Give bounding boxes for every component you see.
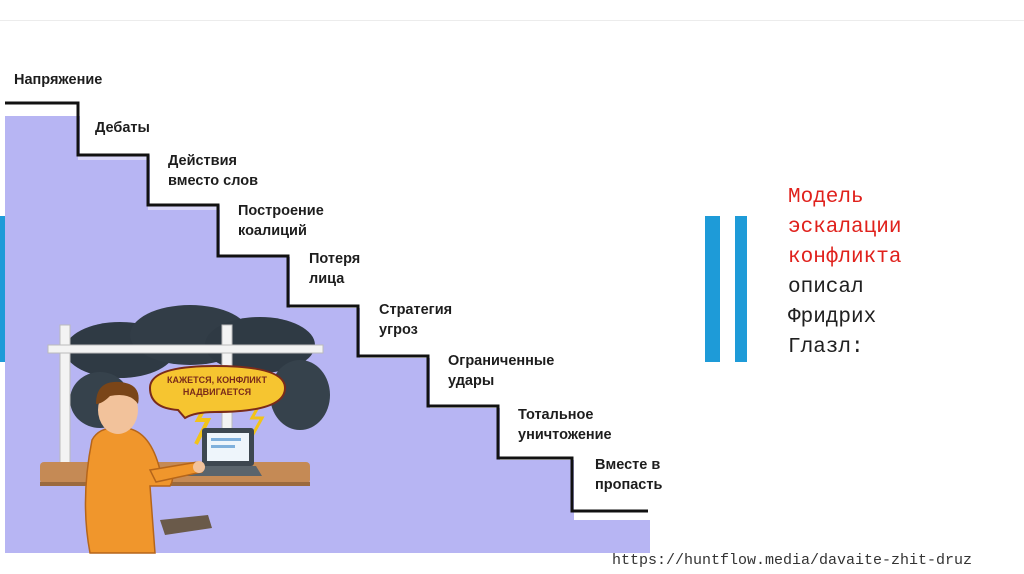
- right-accent-bar-thick: [705, 216, 720, 362]
- step-label-limited-strikes: Ограниченные удары: [448, 353, 555, 389]
- left-accent-bar: [0, 216, 6, 362]
- step-label-loss-of-face: Потеря лица: [309, 251, 361, 287]
- slide-top-edge: [0, 0, 1024, 21]
- step-label-tension: Напряжение: [14, 72, 103, 88]
- step-label-threat-strategies: Стратегия угроз: [379, 302, 453, 338]
- speech-bubble: [148, 364, 287, 420]
- speech-bubble-text: КАЖЕТСЯ, КОНФЛИКТ НАДВИГАЕТСЯ: [167, 375, 267, 397]
- step-label-total-destruction: Тотальное уничтожение: [518, 407, 612, 443]
- step-label-into-the-abyss: Вместе в пропасть: [595, 457, 663, 493]
- stair-fill: [5, 116, 650, 553]
- desc-line-red: Модель: [788, 186, 864, 209]
- stair-outline: [5, 101, 648, 513]
- person-illustration: [84, 381, 212, 554]
- step-label-coalitions: Построение коалиций: [238, 203, 324, 239]
- desc-line-red: конфликта: [788, 246, 902, 269]
- desc-line-black: описал: [788, 276, 864, 299]
- desc-line-red: эскалации: [788, 216, 902, 239]
- step-label-actions-not-words: Действия вместо слов: [168, 153, 259, 189]
- desc-line-black: Глазл:: [788, 336, 864, 359]
- desc-line-black: Фридрих: [788, 306, 877, 329]
- model-description: Модель эскалации конфликта описал Фридри…: [788, 183, 1018, 363]
- source-link[interactable]: https://huntflow.media/davaite-zhit-druz: [612, 552, 973, 569]
- step-label-debates: Дебаты: [95, 120, 150, 136]
- escalation-staircase: [5, 101, 650, 554]
- right-accent-bar-thin: [735, 216, 747, 362]
